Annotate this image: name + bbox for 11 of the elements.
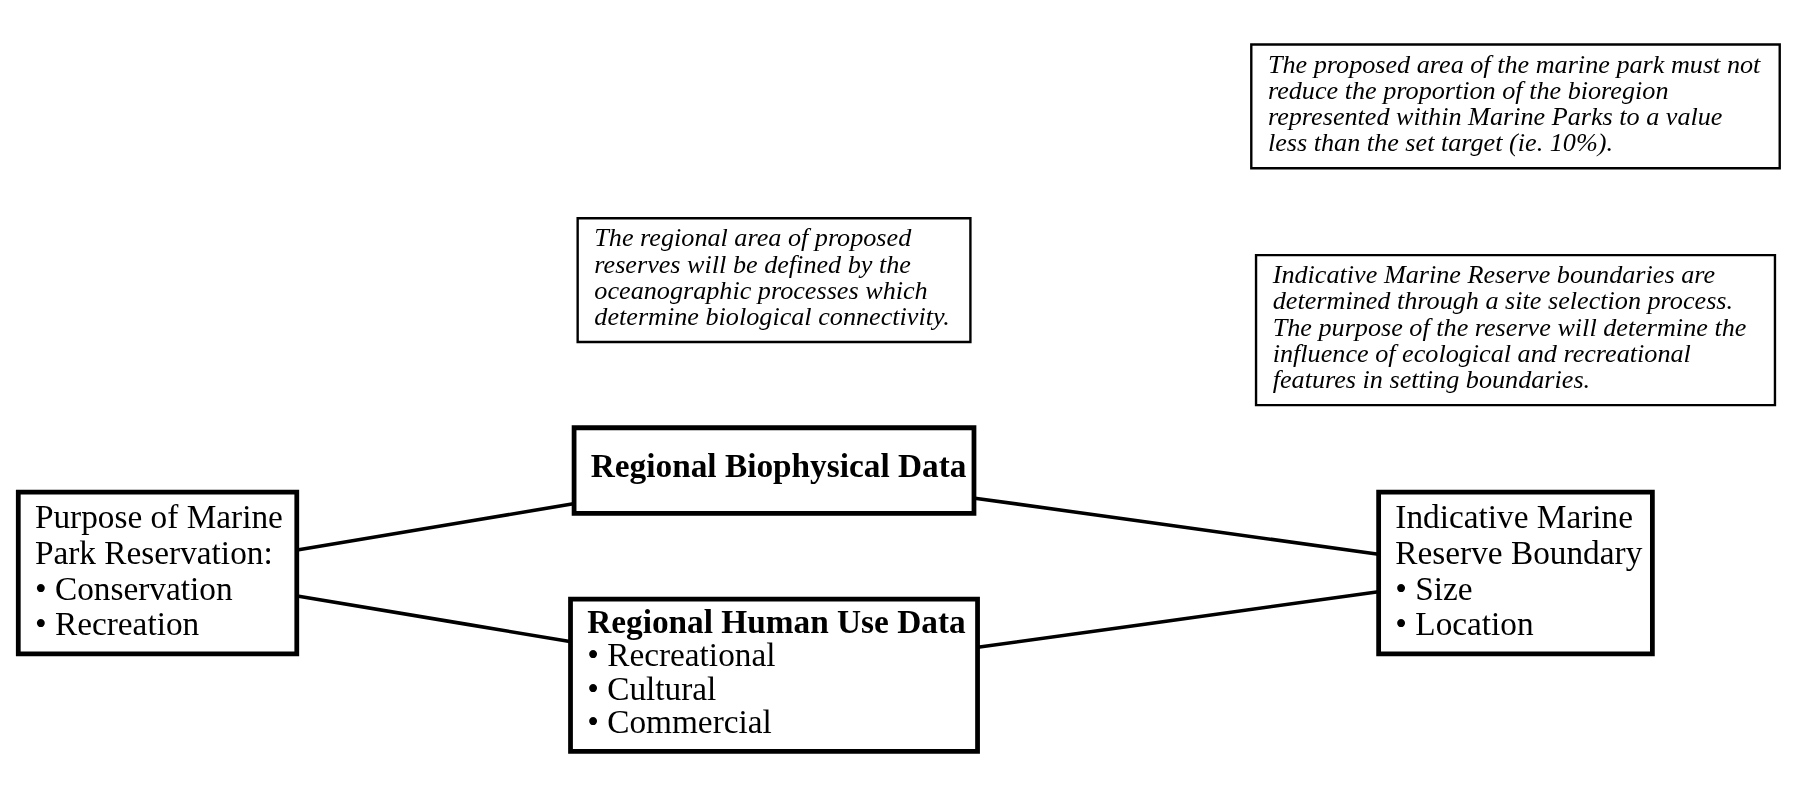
node-box: Purpose of Marine Park Reservation: • Conservation • Recreation xyxy=(15,489,300,657)
connector xyxy=(974,496,1379,556)
connector xyxy=(296,502,574,552)
node-box: Indicative Marine Reserve Boundary • Size • Location xyxy=(1376,489,1655,657)
node-box: Regional Biophysical Data xyxy=(571,425,977,516)
node-box: Indicative Marine Reserve boundaries are determined through a site selection process. The purpose of the reserve will determine the influence of ecological and recreational features in setting boundaries. xyxy=(1254,254,1777,407)
connector xyxy=(977,589,1379,650)
node-box: The proposed area of the marine park must not reduce the proportion of the bioregion represented within Marine Parks to a value less than the set target (ie. 10%). xyxy=(1250,43,1781,170)
connector xyxy=(296,594,571,644)
node-box: The regional area of proposed reserves will be defined by the oceanographic processes which determine biological connectivity. xyxy=(576,217,972,344)
node-box: Regional Human Use Data • Recreational • Cultural • Commercial xyxy=(568,596,980,754)
